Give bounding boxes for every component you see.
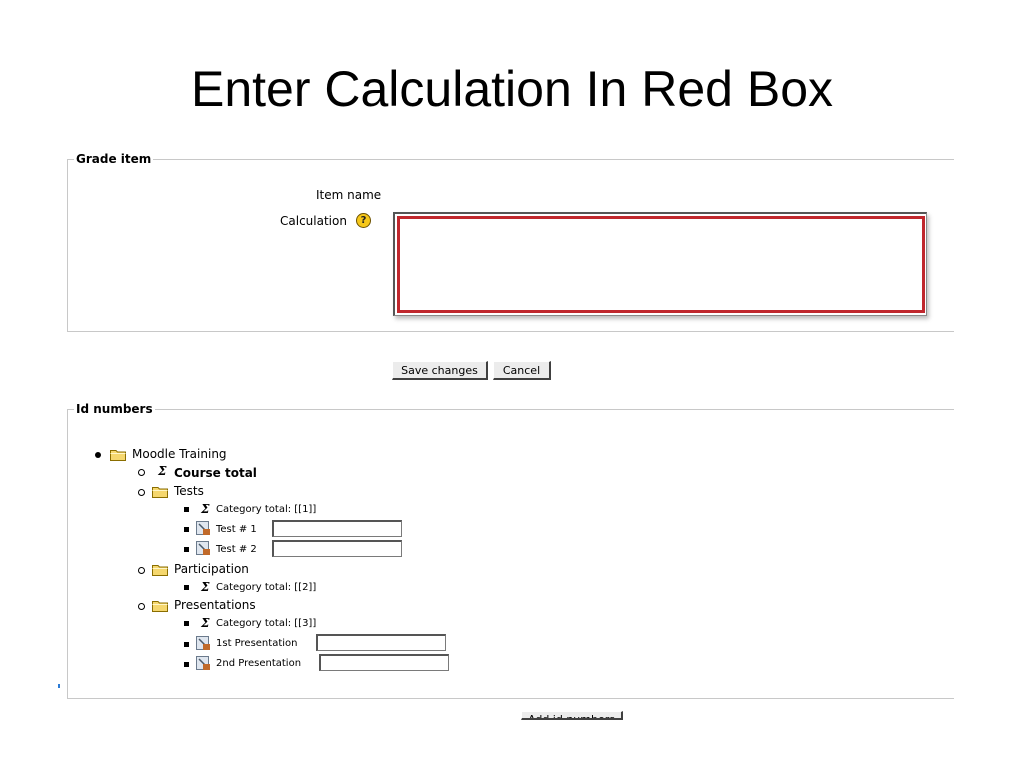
test-1-label: Test # 1 — [216, 524, 257, 535]
tree-bullet — [138, 567, 145, 574]
add-id-numbers-button[interactable]: Add id numbers — [521, 711, 623, 720]
course-total-label: Course total — [174, 466, 257, 480]
sigma-icon: Σ — [201, 502, 210, 516]
slide-title: Enter Calculation In Red Box — [190, 61, 834, 117]
tests-category-label: Tests — [174, 484, 204, 498]
stray-mark — [58, 684, 60, 688]
presentation-2-idnumber-input[interactable] — [319, 654, 449, 671]
folder-icon — [110, 450, 126, 461]
grade-item-icon — [196, 636, 210, 650]
tree-root-label: Moodle Training — [132, 447, 227, 461]
tree-bullet — [184, 527, 189, 532]
sigma-icon: Σ — [201, 580, 210, 594]
folder-icon — [152, 601, 168, 612]
presentation-2-label: 2nd Presentation — [216, 658, 302, 669]
tree-bullet — [138, 603, 145, 610]
tree-bullet — [184, 585, 189, 590]
tree-bullet — [184, 507, 189, 512]
tree-bullet — [184, 547, 189, 552]
tree-bullet — [184, 662, 189, 667]
test-2-label: Test # 2 — [216, 544, 257, 555]
grade-item-icon — [196, 656, 210, 670]
save-changes-button[interactable]: Save changes — [392, 361, 488, 380]
id-numbers-legend: Id numbers — [76, 402, 153, 416]
id-numbers-fieldset: Id numbers — [67, 402, 954, 699]
calculation-label: Calculation — [280, 214, 347, 228]
grade-item-icon — [196, 541, 210, 555]
grade-item-icon — [196, 521, 210, 535]
tree-bullet — [138, 469, 145, 476]
participation-category-total: Category total: [[2]] — [216, 582, 317, 593]
item-name-label: Item name — [316, 188, 382, 202]
presentation-1-label: 1st Presentation — [216, 638, 298, 649]
sigma-icon: Σ — [201, 616, 210, 630]
calculation-textarea[interactable] — [393, 212, 927, 316]
help-icon[interactable]: ? — [356, 213, 371, 228]
tree-bullet — [184, 642, 189, 647]
presentations-category-label: Presentations — [174, 598, 256, 612]
folder-icon — [152, 487, 168, 498]
grade-item-legend: Grade item — [76, 152, 152, 166]
tests-category-total: Category total: [[1]] — [216, 504, 317, 515]
presentation-1-idnumber-input[interactable] — [316, 634, 446, 651]
grade-item-fieldset: Grade item — [67, 152, 954, 332]
test-2-idnumber-input[interactable] — [272, 540, 402, 557]
test-1-idnumber-input[interactable] — [272, 520, 402, 537]
presentations-category-total: Category total: [[3]] — [216, 618, 317, 629]
tree-bullet — [138, 489, 145, 496]
tree-bullet — [95, 452, 101, 458]
cancel-button[interactable]: Cancel — [493, 361, 551, 380]
sigma-icon: Σ — [158, 464, 167, 478]
tree-bullet — [184, 621, 189, 626]
participation-category-label: Participation — [174, 562, 249, 576]
folder-icon — [152, 565, 168, 576]
